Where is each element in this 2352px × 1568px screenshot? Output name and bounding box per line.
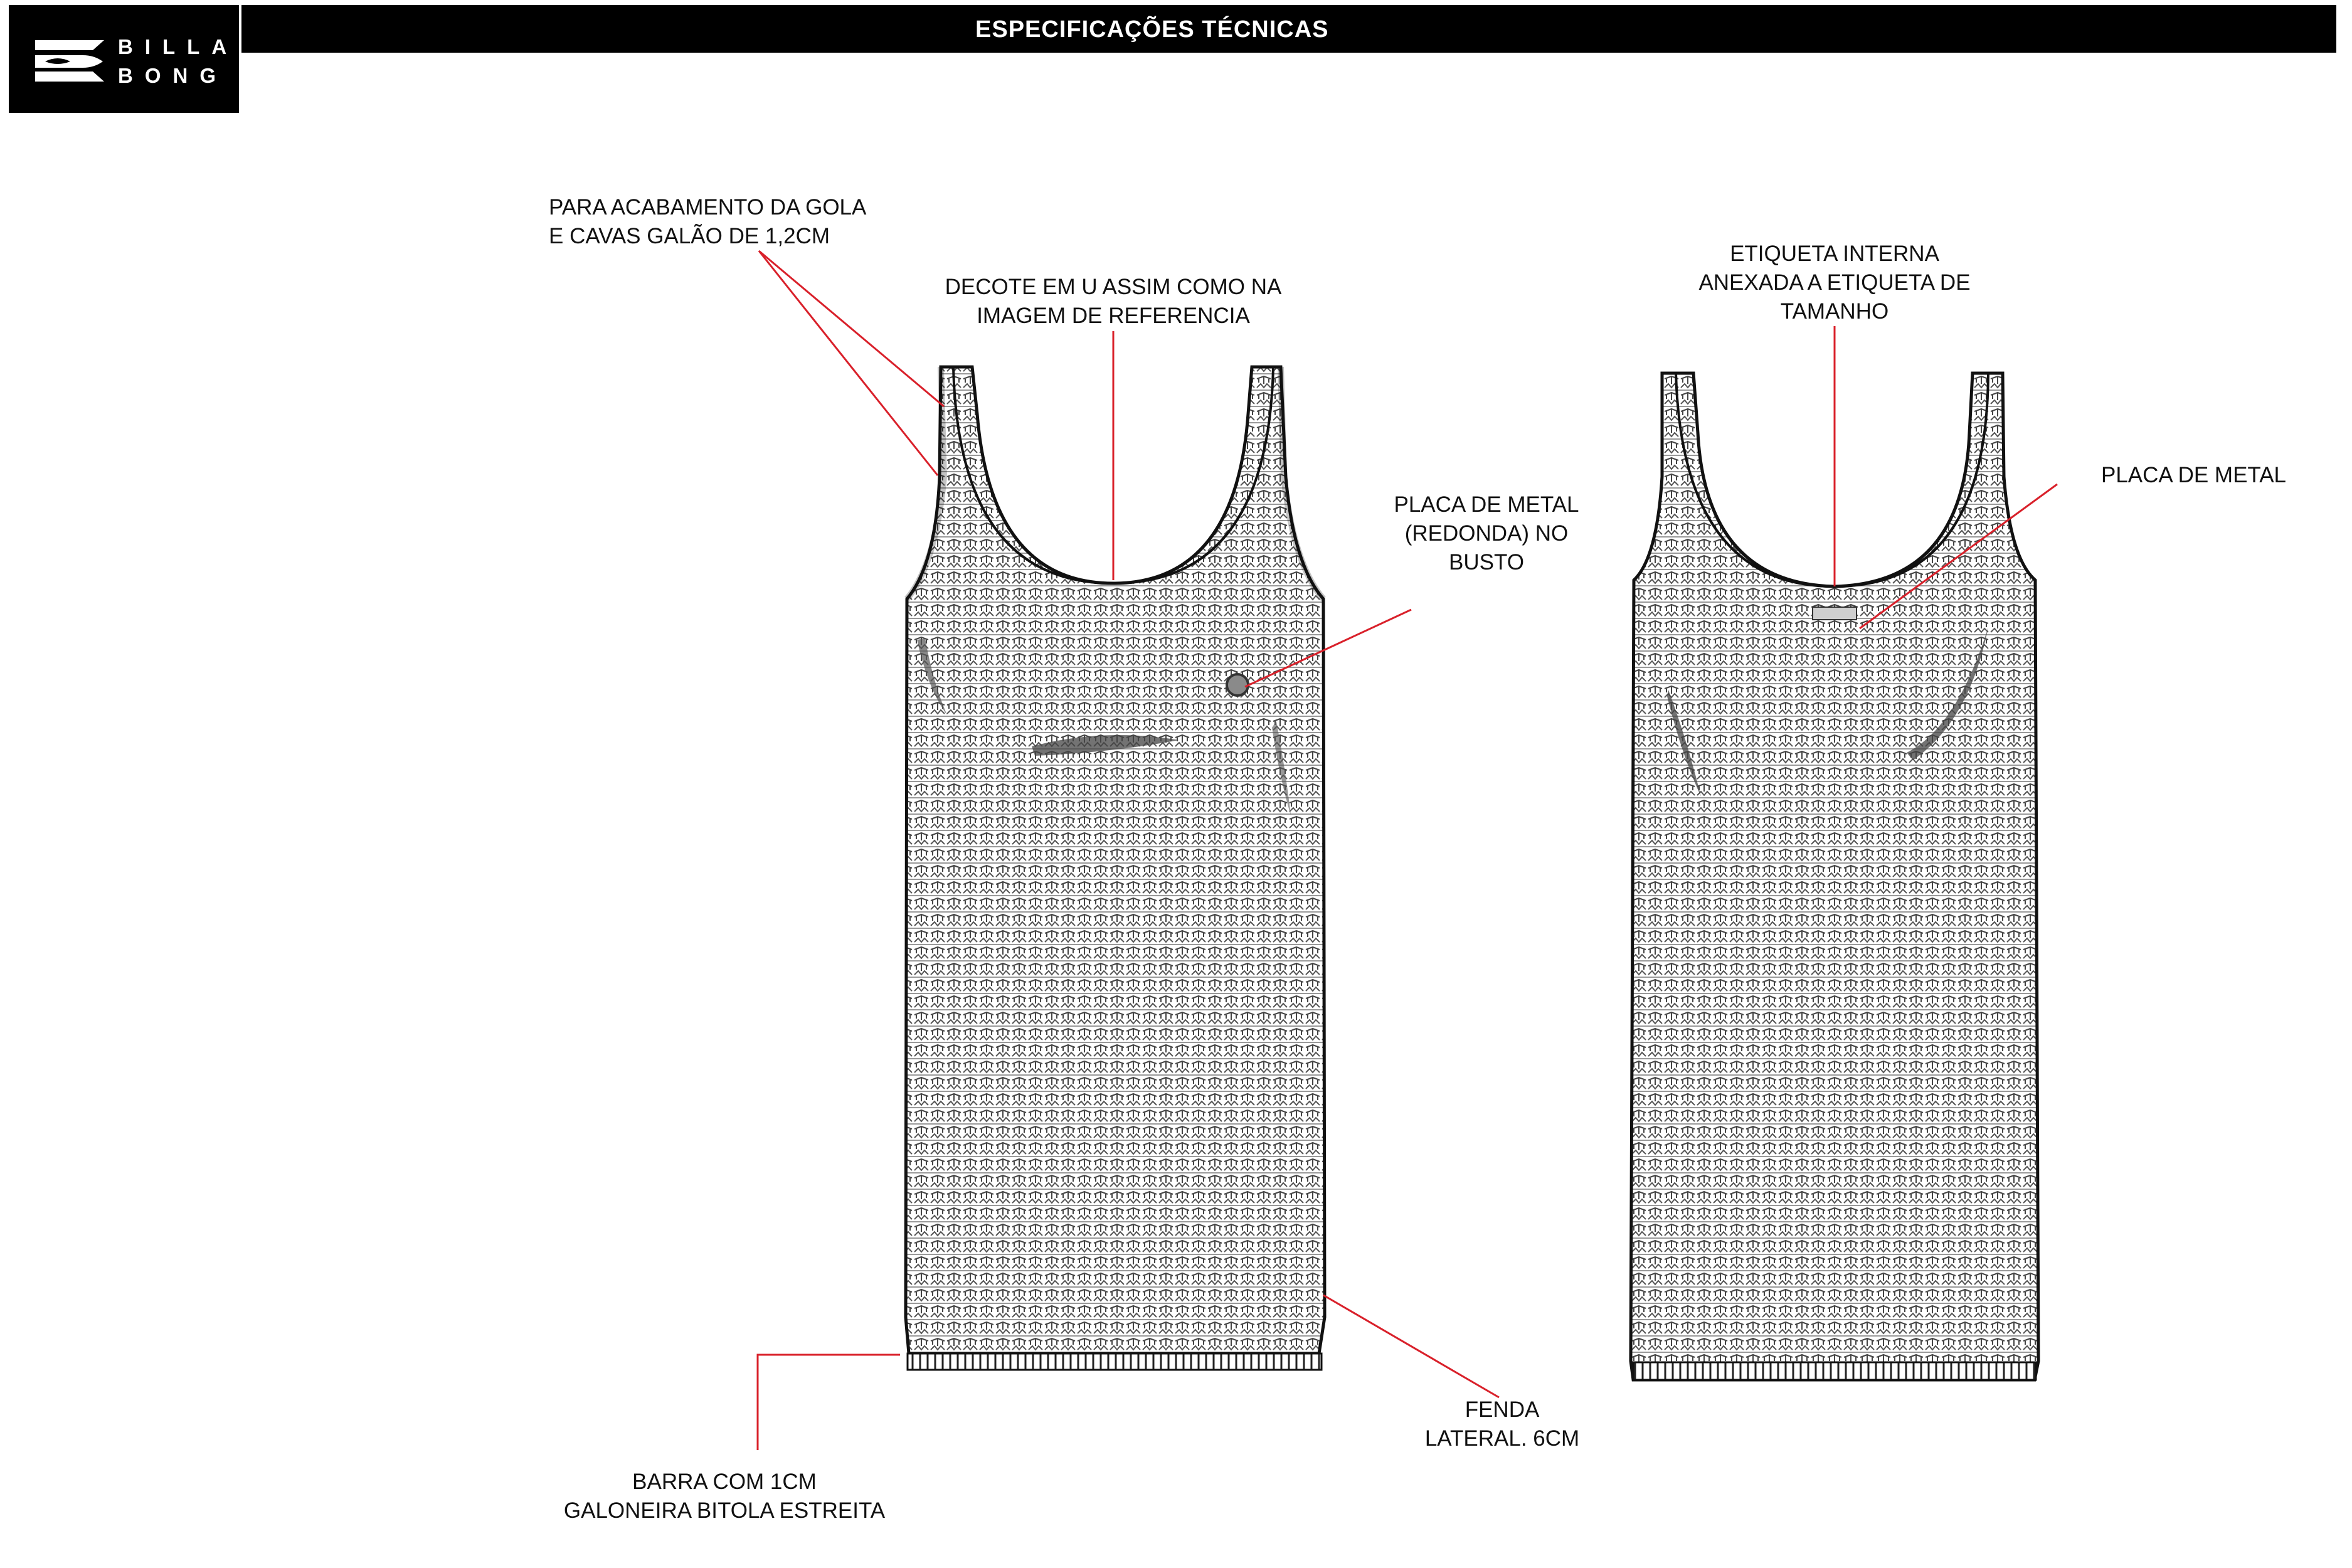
note-collar-finish: PARA ACABAMENTO DA GOLA E CAVAS GALÃO DE… — [549, 195, 867, 248]
logo-wordmark: BILLA BONG — [118, 35, 239, 87]
internal-size-label — [1812, 607, 1857, 620]
note-internal-label: ETIQUETA INTERNA ANEXADA A ETIQUETA DE T… — [1698, 241, 1971, 324]
callout-lines — [756, 250, 2058, 1450]
front-right-armhole-binding — [1278, 366, 1326, 601]
brand-logo: BILLA BONG — [9, 5, 239, 113]
note-hem: BARRA COM 1CM GALONEIRA BITOLA ESTREITA — [563, 1470, 886, 1523]
back-hem-band — [1632, 1361, 2037, 1381]
metal-plate-round — [1226, 673, 1249, 697]
back-body — [1629, 371, 2040, 1382]
front-garment — [904, 365, 1327, 1371]
note-metal-plate-bust: PLACA DE METAL (REDONDA) NO BUSTO — [1394, 492, 1579, 575]
note-neckline: DECOTE EM U ASSIM COMO NA IMAGEM DE REFE… — [945, 275, 1282, 328]
page-title: ESPECIFICAÇÕES TÉCNICAS — [975, 16, 1329, 43]
front-neck-binding — [952, 366, 1274, 585]
front-left-armhole-binding — [904, 366, 948, 601]
billabong-wave-icon — [35, 40, 104, 82]
front-body — [904, 365, 1327, 1355]
header-bar: ESPECIFICAÇÕES TÉCNICAS — [241, 5, 2336, 53]
note-metal-plate-back: PLACA DE METAL — [2101, 463, 2287, 487]
back-garment — [1629, 371, 2040, 1382]
front-hem-band — [906, 1352, 1323, 1371]
note-side-slit: FENDA LATERAL. 6CM — [1424, 1397, 1580, 1451]
